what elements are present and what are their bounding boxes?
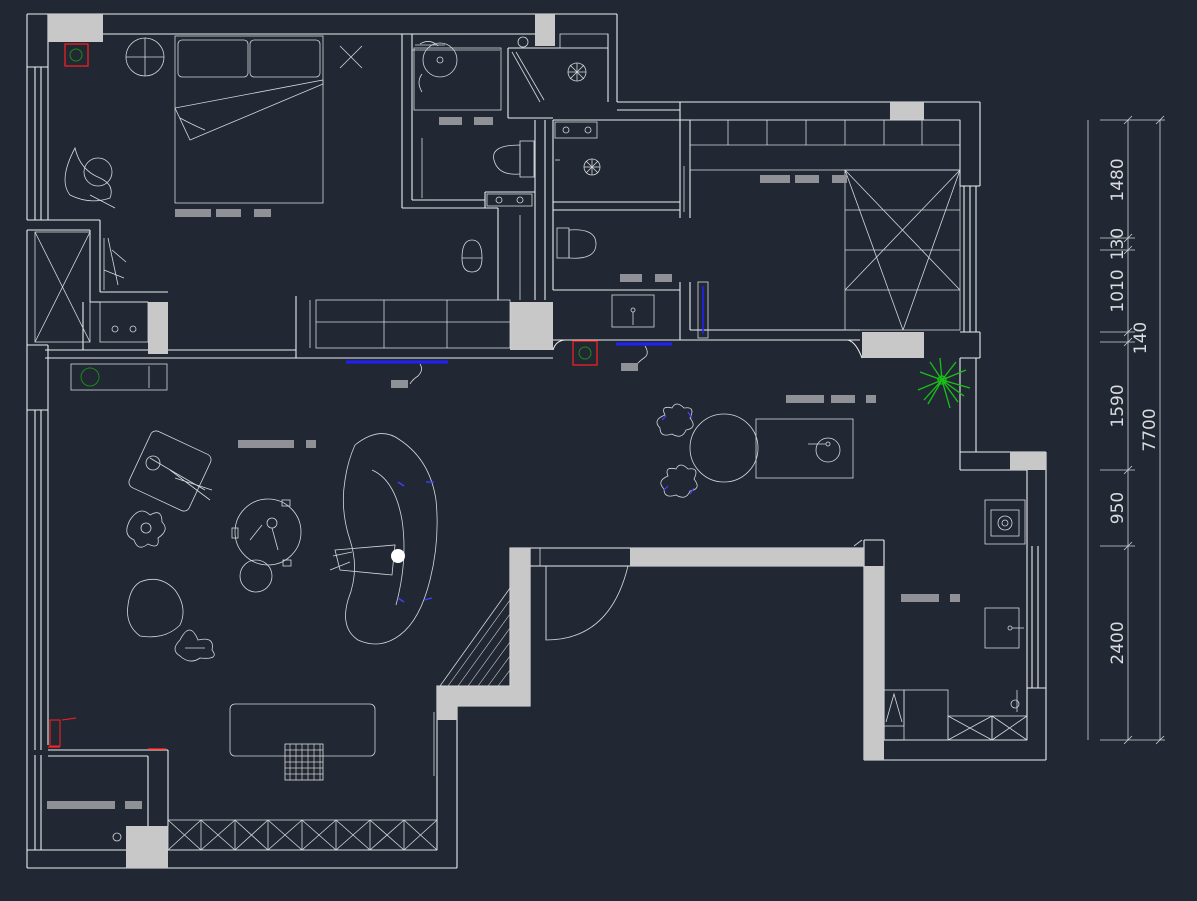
room-labels bbox=[47, 117, 960, 809]
dim-label-5: 1590 bbox=[1108, 384, 1128, 427]
wardrobe-left bbox=[34, 231, 91, 343]
plant-icon bbox=[917, 357, 971, 409]
dining-area bbox=[656, 403, 854, 498]
desk-left bbox=[99, 237, 149, 343]
armchair-icon bbox=[128, 430, 213, 512]
round-table-icon bbox=[231, 498, 302, 593]
stove-icon bbox=[990, 509, 1020, 537]
living-room-furniture bbox=[126, 430, 438, 781]
entry-area bbox=[433, 539, 863, 776]
dimension-lines bbox=[1087, 115, 1165, 745]
bed-icon bbox=[125, 35, 363, 204]
dim-label-2: 130 bbox=[1108, 228, 1128, 260]
dim-label-7: 2400 bbox=[1108, 621, 1128, 664]
bathroom-2 bbox=[554, 121, 685, 328]
kitchen bbox=[883, 499, 1028, 741]
bathroom-1 bbox=[412, 33, 609, 300]
smoke-detector-icon bbox=[64, 43, 598, 366]
dim-label-3: 1010 bbox=[1108, 269, 1128, 312]
dimension-labels: 1480 130 1010 140 1590 950 2400 7700 bbox=[1108, 158, 1160, 664]
dim-label-total: 7700 bbox=[1140, 408, 1160, 451]
beanbag-icon bbox=[127, 578, 215, 662]
dim-label-4: 140 bbox=[1131, 322, 1151, 354]
sofa-icon bbox=[329, 433, 438, 645]
basket-icon bbox=[284, 743, 324, 781]
floor-drain-icon bbox=[70, 363, 168, 391]
dim-label-1: 1480 bbox=[1108, 158, 1128, 201]
door-swing-icon bbox=[545, 565, 629, 641]
wall-lights bbox=[346, 342, 672, 385]
dim-label-6: 950 bbox=[1108, 492, 1128, 524]
structural-columns bbox=[48, 14, 1046, 868]
flower-table-icon bbox=[126, 510, 166, 548]
lounge-chair-icon bbox=[64, 146, 116, 209]
red-marks bbox=[48, 717, 166, 750]
cabinet-row-bottom bbox=[112, 819, 438, 851]
cabinet-row-top bbox=[689, 119, 961, 339]
